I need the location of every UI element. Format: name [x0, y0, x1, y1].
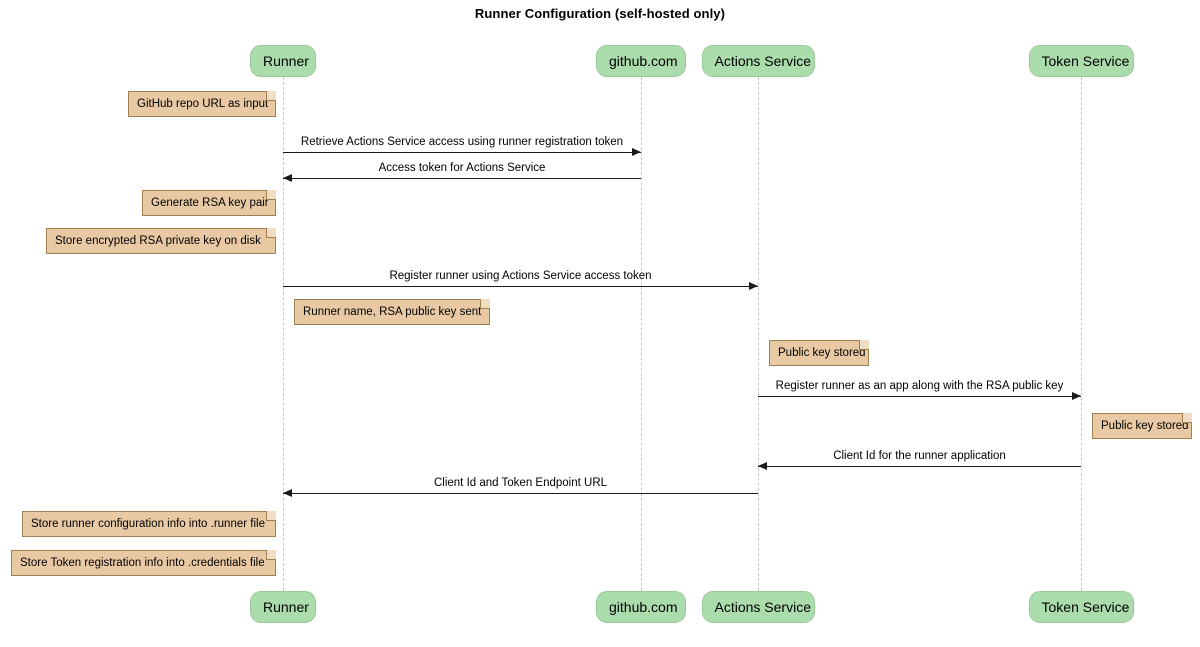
note-fold-corner-icon [266, 511, 276, 521]
message-arrowhead-m3 [749, 282, 758, 290]
participant-runner-bottom[interactable]: Runner [250, 591, 316, 623]
participant-runner-top[interactable]: Runner [250, 45, 316, 77]
note-n6: Public key stored [1092, 413, 1192, 439]
note-n2: Generate RSA key pair [142, 190, 276, 216]
message-label-m3: Register runner using Actions Service ac… [389, 270, 652, 282]
note-text: Store Token registration info into .cred… [20, 557, 265, 569]
participant-token-top[interactable]: Token Service [1028, 45, 1134, 77]
message-label-m4: Register runner as an app along with the… [775, 380, 1064, 392]
message-arrowhead-m5 [758, 462, 767, 470]
note-n3: Store encrypted RSA private key on disk [46, 228, 276, 254]
note-n8: Store Token registration info into .cred… [11, 550, 276, 576]
page-title: Runner Configuration (self-hosted only) [474, 6, 726, 21]
note-text: Public key stored [778, 347, 866, 359]
lifeline-github [641, 77, 642, 591]
note-text: Generate RSA key pair [151, 197, 269, 209]
note-n4: Runner name, RSA public key sent [294, 299, 490, 325]
participant-actions-bottom[interactable]: Actions Service [701, 591, 815, 623]
participant-token-bottom[interactable]: Token Service [1028, 591, 1134, 623]
note-fold-corner-icon [266, 228, 276, 238]
note-text: Store encrypted RSA private key on disk [55, 235, 261, 247]
participant-github-top[interactable]: github.com [596, 45, 686, 77]
message-line-m1 [283, 152, 641, 153]
note-fold-corner-icon [266, 91, 276, 101]
message-arrowhead-m2 [283, 174, 292, 182]
note-n5: Public key stored [769, 340, 869, 366]
message-line-m2 [283, 178, 641, 179]
lifeline-token [1081, 77, 1082, 591]
participant-actions-top[interactable]: Actions Service [701, 45, 815, 77]
message-label-m1: Retrieve Actions Service access using ru… [300, 136, 624, 148]
note-fold-corner-icon [1182, 413, 1192, 423]
note-fold-corner-icon [859, 340, 869, 350]
message-line-m6 [283, 493, 758, 494]
message-label-m5: Client Id for the runner application [833, 450, 1006, 462]
participant-github-bottom[interactable]: github.com [596, 591, 686, 623]
note-n1: GitHub repo URL as input [128, 91, 276, 117]
message-arrowhead-m4 [1072, 392, 1081, 400]
note-n7: Store runner configuration info into .ru… [22, 511, 276, 537]
message-line-m3 [283, 286, 758, 287]
note-fold-corner-icon [480, 299, 490, 309]
note-text: Runner name, RSA public key sent [303, 306, 482, 318]
message-arrowhead-m1 [632, 148, 641, 156]
note-text: Public key stored [1101, 420, 1189, 432]
note-text: Store runner configuration info into .ru… [31, 518, 265, 530]
message-line-m5 [758, 466, 1081, 467]
note-fold-corner-icon [266, 550, 276, 560]
message-label-m6: Client Id and Token Endpoint URL [433, 477, 608, 489]
lifeline-runner [283, 77, 284, 591]
lifeline-actions [758, 77, 759, 591]
message-label-m2: Access token for Actions Service [378, 162, 546, 174]
note-text: GitHub repo URL as input [137, 98, 269, 110]
message-arrowhead-m6 [283, 489, 292, 497]
message-line-m4 [758, 396, 1081, 397]
note-fold-corner-icon [266, 190, 276, 200]
